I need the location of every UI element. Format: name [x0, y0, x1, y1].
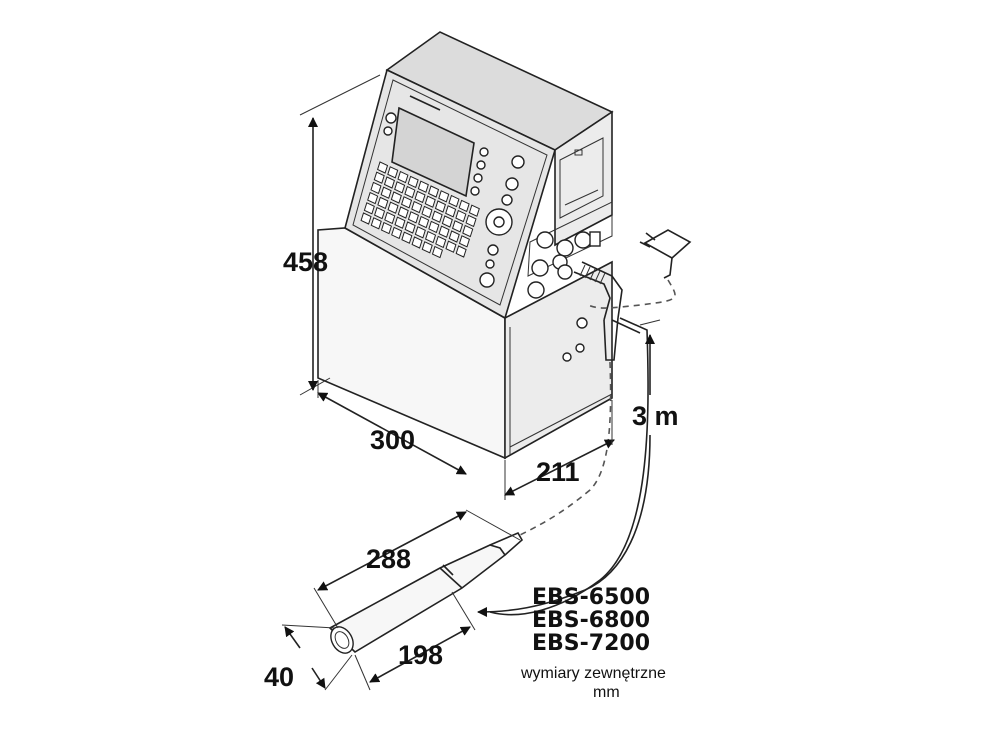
head-body-length-label: 198	[398, 640, 443, 670]
keyboard-key	[421, 241, 433, 254]
keyboard-key	[370, 181, 382, 195]
height-dimension-label: 458	[283, 247, 328, 277]
keyboard-key	[431, 210, 443, 223]
keyboard-key	[428, 220, 440, 234]
keyboard-key	[390, 191, 402, 204]
keyboard-key	[435, 235, 447, 249]
keyboard-key	[407, 211, 420, 224]
model-name: EBS-7200	[532, 631, 650, 656]
keyboard-key	[434, 200, 447, 213]
width-dimension-label: 300	[370, 425, 415, 455]
keyboard-key	[462, 224, 474, 238]
keyboard-key	[387, 166, 399, 179]
keyboard-key	[451, 220, 464, 233]
keyboard-key	[373, 206, 386, 220]
keyboard-key	[414, 190, 426, 204]
keyboard-key	[445, 240, 457, 253]
keyboard-key	[391, 226, 403, 240]
model-name: EBS-6800	[532, 608, 650, 633]
keyboard-key	[448, 194, 460, 208]
keyboard-key	[431, 245, 444, 259]
head-diameter-label: 40	[264, 662, 294, 692]
keyboard-key	[394, 181, 406, 194]
keyboard-key	[380, 186, 392, 199]
keyboard-key	[445, 205, 457, 218]
keyboard-key	[417, 180, 429, 193]
keyboard-key	[367, 191, 379, 205]
keyboard-key	[424, 230, 437, 244]
model-list: EBS-6500 EBS-6800 EBS-7200	[532, 585, 650, 656]
keyboard-key	[360, 212, 372, 225]
keyboard-key	[455, 245, 467, 258]
keyboard-key	[394, 216, 406, 229]
keyboard-key	[424, 195, 436, 208]
keyboard-key	[455, 209, 467, 223]
keyboard-key	[441, 215, 453, 228]
keyboard-key	[383, 176, 396, 189]
cable-length-label: 3 m	[632, 401, 679, 431]
keyboard	[360, 161, 480, 259]
keyboard-key	[448, 230, 460, 243]
keyboard-key	[458, 199, 470, 213]
keyboard-key	[370, 217, 382, 230]
caption-line-2: mm	[593, 684, 620, 701]
keyboard-key	[380, 221, 393, 235]
power-plug	[587, 229, 692, 309]
keyboard-key	[363, 202, 375, 215]
keyboard-key	[376, 161, 389, 174]
dimension-lines	[281, 74, 661, 691]
keyboard-key	[387, 201, 399, 214]
keyboard-key	[407, 175, 419, 189]
keyboard-key	[401, 231, 413, 244]
keyboard-key	[384, 211, 396, 225]
keyboard-key	[404, 221, 416, 234]
caption-line-1: wymiary zewnętrzne	[520, 665, 666, 682]
keyboard-key	[438, 225, 450, 238]
head-length-label: 288	[366, 544, 411, 574]
keyboard-key	[465, 214, 477, 228]
keyboard-key	[377, 196, 389, 210]
keyboard-key	[373, 171, 385, 184]
keyboard-key	[468, 204, 480, 217]
keyboard-key	[438, 190, 450, 203]
keyboard-key	[397, 170, 409, 184]
display-screen	[391, 106, 475, 198]
model-name: EBS-6500	[532, 585, 650, 610]
keyboard-key	[400, 196, 413, 209]
keyboard-key	[397, 206, 409, 219]
printer-cabinet	[317, 31, 614, 460]
keyboard-key	[418, 215, 430, 229]
keyboard-key	[411, 200, 423, 214]
depth-dimension-label: 211	[536, 457, 580, 487]
keyboard-key	[427, 185, 440, 198]
keyboard-key	[458, 235, 471, 248]
print-head	[328, 531, 524, 654]
keyboard-key	[421, 205, 433, 219]
keyboard-key	[414, 226, 426, 239]
keyboard-key	[404, 185, 416, 199]
keyboard-key	[411, 236, 423, 249]
